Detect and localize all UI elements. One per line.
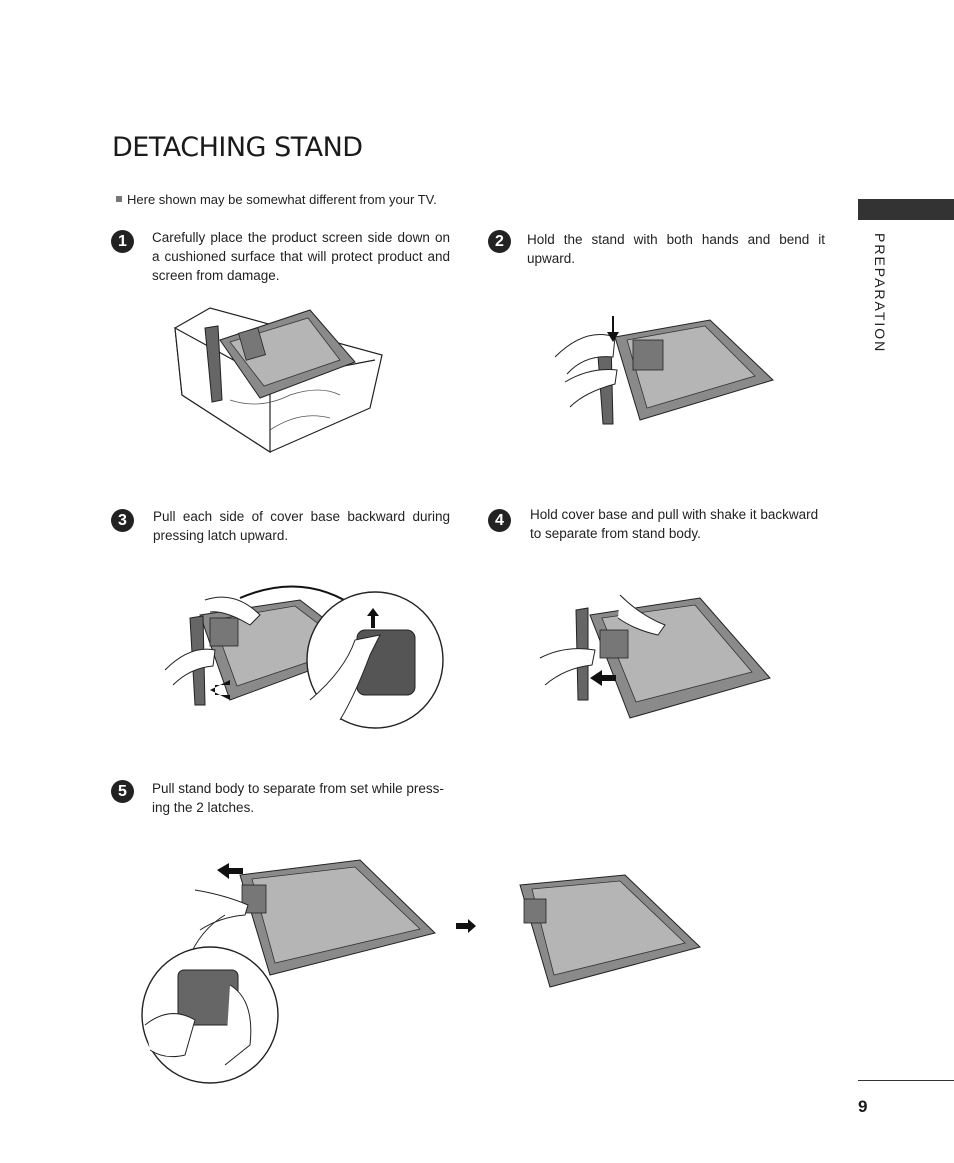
step-3-text: Pull each side of cover base backward du… xyxy=(153,509,450,543)
up-arrow-icon xyxy=(367,608,379,628)
note-text: Here shown may be somewhat different fro… xyxy=(127,192,437,207)
step-5-text: Pull stand body to separate from set whi… xyxy=(152,781,444,815)
step-1-text: Carefully place the product screen side … xyxy=(152,230,450,283)
step-3-illustration xyxy=(164,585,444,729)
step-2-number: 2 xyxy=(488,230,511,253)
square-bullet-icon xyxy=(116,196,122,202)
page-number: 9 xyxy=(858,1097,868,1116)
step-2-text: Hold the stand with both hands and bend … xyxy=(527,232,825,266)
left-arrow-icon xyxy=(217,863,243,879)
left-arrow-icon xyxy=(210,680,230,700)
section-tab-bar xyxy=(858,199,954,220)
step-4-text: Hold cover base and pull with shake it b… xyxy=(530,507,819,541)
footer-rule xyxy=(858,1080,954,1081)
step-1-illustration xyxy=(174,307,383,454)
step-4-illustration xyxy=(539,594,771,719)
note: Here shown may be somewhat different fro… xyxy=(116,192,437,207)
step-4-number: 4 xyxy=(488,509,511,532)
step-2-illustration xyxy=(554,316,774,425)
step-3-number: 3 xyxy=(111,509,134,532)
step-5-illustration xyxy=(141,859,701,1084)
section-label: PREPARATION xyxy=(872,233,888,354)
up-arrow-icon xyxy=(607,316,619,342)
right-arrow-icon xyxy=(456,919,476,933)
step-5-number: 5 xyxy=(111,780,134,803)
page-title: DETACHING STAND xyxy=(112,132,363,163)
step-1-number: 1 xyxy=(111,230,134,253)
left-arrow-icon xyxy=(590,670,616,686)
